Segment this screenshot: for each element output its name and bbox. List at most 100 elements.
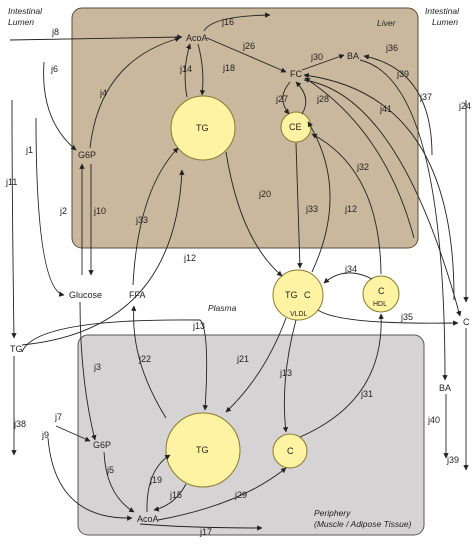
flux-label-j18: j18 [222, 63, 235, 73]
g6p-liver-node: G6P [78, 150, 96, 160]
flux-label-j32: j32 [356, 162, 369, 172]
flux-label-j6: j6 [50, 64, 58, 74]
flux-label-j13-top: j13 [192, 321, 205, 331]
flux-label-j12-left: j12 [183, 253, 196, 263]
arrow-j8 [9, 34, 183, 41]
arrow-j13-ffa [21, 319, 208, 411]
arrow-j18 [197, 43, 206, 96]
vldl-label: VLDL [290, 311, 308, 318]
plasma-label: Plasma [208, 303, 237, 313]
flux-label-j35: j35 [400, 312, 413, 322]
flux-label-j26: j26 [242, 41, 255, 51]
periphery-label-2: (Muscle / Adipose Tissue) [314, 519, 412, 529]
vldl-c-node: C [304, 290, 311, 300]
tg-periphery-node: TG [196, 445, 209, 455]
glucose-node: Glucose [69, 290, 102, 300]
liver-label: Liver [377, 18, 397, 28]
flux-label-j37: j37 [419, 92, 432, 102]
flux-label-j34: j34 [344, 264, 357, 274]
arrow-j22 [130, 305, 167, 419]
arrow-j20 [225, 151, 283, 277]
arrow-j17 [139, 523, 263, 531]
arrow-j30 [301, 54, 345, 71]
intestinal-lumen-left-label-2: Lumen [8, 17, 34, 27]
flux-label-j38: j38 [13, 419, 26, 429]
flux-label-j21: j21 [236, 354, 249, 364]
arrow-j29 [157, 467, 287, 521]
arrow-j32 [311, 133, 382, 275]
flux-label-j8: j8 [51, 27, 59, 37]
arrow-j4 [89, 36, 181, 149]
flux-label-j9: j9 [41, 430, 49, 440]
flux-label-j40: j40 [427, 415, 440, 425]
arrow-j12-tg [21, 169, 185, 346]
liver-compartment [71, 7, 419, 249]
tg-periphery-pool [165, 412, 241, 488]
arrow-j33-ce [295, 142, 303, 269]
flux-label-j30: j30 [310, 52, 323, 62]
arrow-j13-c [282, 319, 297, 433]
flux-label-j14: j14 [179, 64, 192, 74]
intestinal-lumen-right-label: Intestinal [425, 6, 460, 16]
arrow-j37 [303, 72, 455, 301]
tg-intestine-node: TG [10, 344, 23, 354]
intestinal-lumen-left-label: Intestinal [8, 6, 43, 16]
arrow-j14 [184, 43, 192, 98]
arrow-j16 [203, 12, 271, 32]
flux-label-j27: j27 [275, 94, 288, 104]
flux-label-j19: j19 [149, 475, 162, 485]
flux-label-j41: j41 [379, 104, 392, 114]
periphery-compartment [77, 334, 425, 536]
flux-label-j5: j5 [106, 465, 114, 475]
arrow-j41 [304, 77, 415, 239]
flux-label-j36: j36 [385, 43, 398, 53]
flux-label-j4: j4 [99, 88, 107, 98]
arrow-j6 [43, 61, 77, 151]
flux-label-j11: j11 [5, 177, 17, 187]
flux-label-j15: j15 [169, 490, 182, 500]
flux-label-j2: j2 [59, 206, 67, 216]
flux-label-j24: j24 [458, 101, 471, 111]
flux-label-j28: j28 [316, 94, 329, 104]
flux-label-j12-right: j12 [344, 204, 357, 214]
hdl-pool [362, 275, 400, 313]
arrow-j28 [295, 81, 307, 115]
flux-label-j20: j20 [258, 189, 271, 199]
flux-label-j16: j16 [221, 17, 234, 27]
arrow-j3 [79, 301, 97, 441]
arrow-j7 [55, 425, 91, 442]
flux-label-j17: j17 [199, 527, 212, 537]
arrow-j33-liver [132, 147, 179, 286]
flux-label-j31: j31 [360, 389, 373, 399]
arrow-j39-liver [359, 59, 448, 381]
tg-liver-node: TG [196, 123, 209, 133]
arrow-j31 [299, 313, 384, 438]
arrow-j19 [146, 454, 171, 513]
acoa-periphery-node: AcoA [137, 514, 159, 524]
arrow-j27 [282, 81, 291, 115]
flux-label-j13-right: j13 [279, 368, 292, 378]
flux-label-j7: j7 [54, 412, 62, 422]
c-plasma-node: C [463, 317, 470, 327]
ba-liver-node: BA [347, 51, 359, 61]
flux-label-j33-right: j33 [305, 204, 318, 214]
flux-label-j39-bottom: j39 [446, 455, 459, 465]
c-periphery-node: C [287, 446, 294, 456]
hdl-label: HDL [373, 301, 387, 308]
g6p-periphery-node: G6P [93, 440, 111, 450]
ba-out-node: BA [439, 383, 451, 393]
arrow-j21 [225, 317, 287, 413]
arrow-j34 [323, 272, 373, 284]
arrow-j1 [35, 117, 65, 297]
vldl-tg-node: TG [285, 290, 298, 300]
flux-label-j22: j22 [138, 354, 151, 364]
arrow-j36 [363, 54, 433, 156]
tg-liver-pool [170, 95, 236, 161]
vldl-pool [272, 269, 324, 321]
c-periphery-pool [272, 433, 308, 469]
arrow-j26 [206, 37, 287, 73]
arrow-j5 [103, 451, 135, 513]
flux-label-j3: j3 [93, 362, 101, 372]
arrow-j15 [153, 483, 187, 512]
